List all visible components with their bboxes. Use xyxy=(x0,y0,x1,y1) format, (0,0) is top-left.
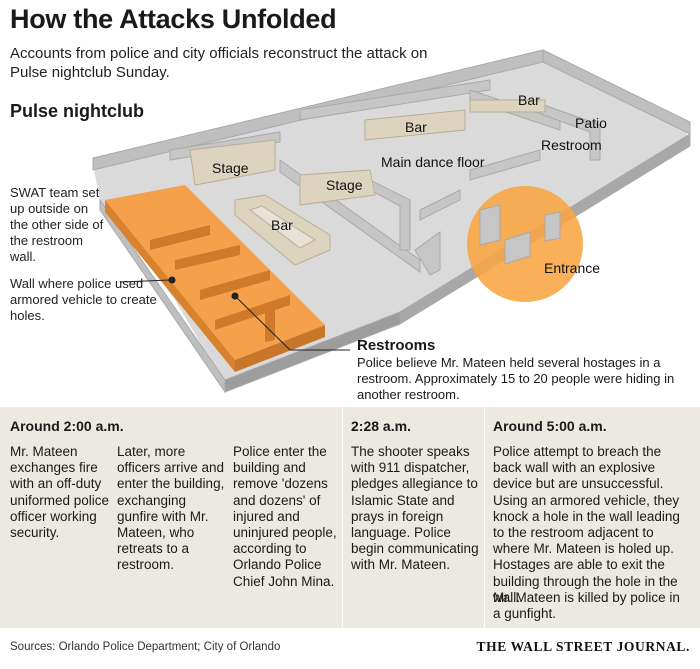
label-restroom: Restroom xyxy=(541,137,602,153)
label-main-dance-floor: Main dance floor xyxy=(381,154,485,170)
wall-leader-dot xyxy=(168,276,176,284)
map-title: Pulse nightclub xyxy=(10,101,145,121)
timeline-divider xyxy=(342,407,343,628)
stage-mid-shape xyxy=(299,169,376,206)
label-bar-top: Bar xyxy=(518,92,540,108)
label-bar-mid: Bar xyxy=(405,119,427,135)
time-228am: 2:28 a.m. xyxy=(351,418,411,434)
event-police-enter: Police enter the building and remove 'do… xyxy=(233,444,337,589)
restroom-leader-line xyxy=(234,295,350,351)
event-exchange-fire: Mr. Mateen exchanges fire with an off-du… xyxy=(10,444,110,541)
timeline-panel xyxy=(0,407,700,628)
publisher-logo: THE WALL STREET JOURNAL. xyxy=(476,639,690,654)
time-5am: Around 5:00 a.m. xyxy=(493,418,607,434)
bar-mid-shape xyxy=(364,109,466,141)
label-patio: Patio xyxy=(575,115,607,131)
event-911-call: The shooter speaks with 911 dispatcher, … xyxy=(351,444,479,573)
restroom-leader-dot xyxy=(231,292,239,300)
bars-and-stages xyxy=(189,99,546,266)
entrance-walls xyxy=(479,204,561,265)
label-entrance: Entrance xyxy=(544,260,601,276)
wall-leader-line xyxy=(119,279,171,283)
time-2am: Around 2:00 a.m. xyxy=(10,418,124,434)
event-breach-wall: Police attempt to breach the back wall w… xyxy=(493,444,680,605)
timeline-divider xyxy=(484,407,485,628)
sources-credit: Sources: Orlando Police Department; City… xyxy=(10,641,281,653)
page-title: How the Attacks Unfolded xyxy=(10,4,337,34)
event-officers-arrive: Later, more officers arrive and enter th… xyxy=(117,444,225,573)
floor-plan-diagram xyxy=(92,49,691,394)
bar-top-shape xyxy=(469,99,546,113)
label-bar-left: Bar xyxy=(271,217,293,233)
wall-note: Wall where police used armored vehicle t… xyxy=(10,276,157,323)
page-subtitle: Accounts from police and city officials … xyxy=(10,45,428,81)
stage-left-shape xyxy=(189,139,276,186)
restrooms-heading: Restrooms xyxy=(357,337,436,354)
restroom-highlight-zone xyxy=(105,185,325,372)
label-stage-left: Stage xyxy=(212,160,249,176)
label-stage-mid: Stage xyxy=(326,177,363,193)
restrooms-description: Police believe Mr. Mateen held several h… xyxy=(357,355,675,402)
swat-note: SWAT team set up outside on the other si… xyxy=(10,185,104,264)
event-mateen-killed: Mr. Mateen is killed by police in a gunf… xyxy=(493,590,680,622)
